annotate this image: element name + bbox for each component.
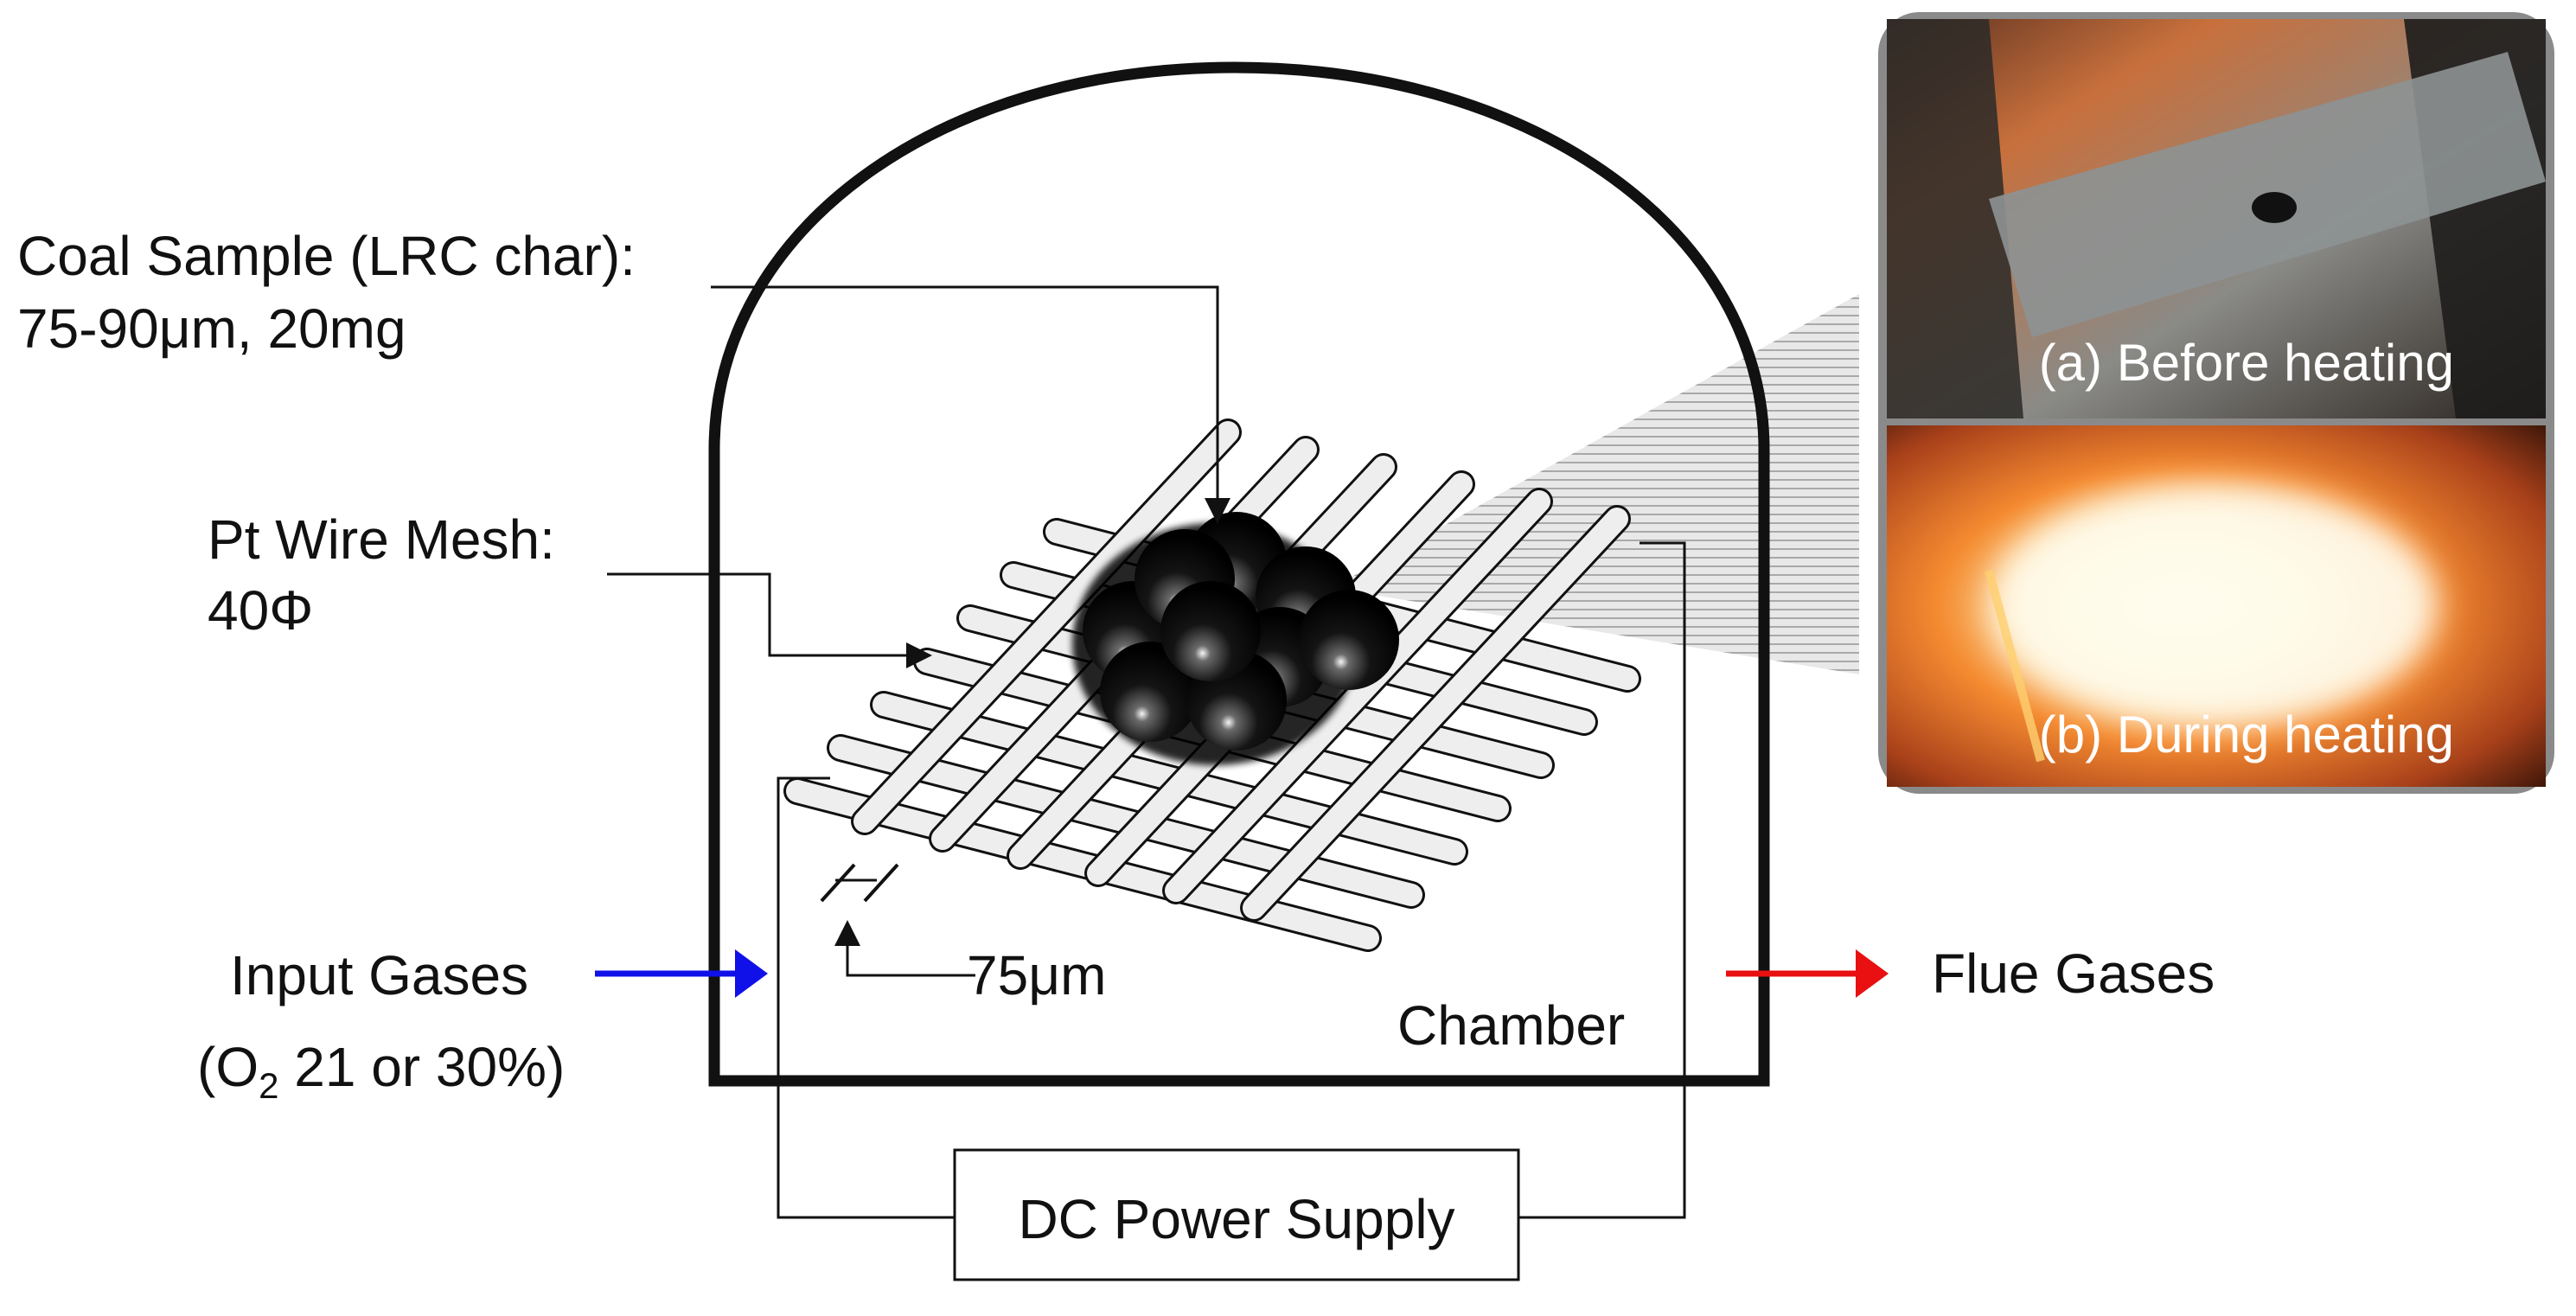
photo-b-caption: (b) During heating	[2039, 706, 2454, 763]
coal-particle-cluster-icon	[1072, 512, 1399, 765]
input-gases-label: Input Gases	[230, 944, 528, 1006]
gap-tick-right	[863, 863, 899, 903]
input-gases-detail: (O2 21 or 30%)	[197, 1036, 565, 1106]
flue-gas-arrowhead	[1856, 949, 1889, 998]
mesh-rod-diagonal-0	[851, 418, 1242, 835]
mesh-label-2: 40Φ	[208, 579, 313, 642]
gap-tick-left	[820, 863, 856, 903]
input-gases-detail-sub: 2	[259, 1065, 278, 1106]
chamber-label: Chamber	[1397, 994, 1625, 1057]
photo-a-sample-spot	[2252, 192, 2297, 223]
input-gases-detail-prefix: (O	[197, 1036, 259, 1098]
mesh-rod-diagonal-4	[1162, 488, 1553, 904]
power-supply-label: DC Power Supply	[1018, 1188, 1454, 1250]
photo-a-mechanism-left	[1887, 19, 2023, 418]
mesh-leader	[607, 572, 932, 668]
power-wire-right	[1518, 541, 1686, 1219]
gap-leader	[834, 920, 975, 977]
photo-b-glow	[1989, 484, 2439, 726]
mesh-label-1: Pt Wire Mesh:	[208, 508, 555, 571]
coal-sample-leader	[711, 285, 1230, 524]
coal-particle-8	[1160, 581, 1261, 681]
mesh-rod-diagonal-5	[1240, 505, 1631, 922]
gap-label: 75μm	[967, 944, 1106, 1006]
photo-a-caption: (a) Before heating	[2039, 334, 2454, 392]
coal-sample-label-1: Coal Sample (LRC char):	[17, 225, 636, 287]
power-wire-left	[777, 776, 955, 1219]
mesh-rod-horizontal-6	[783, 777, 1382, 952]
coal-sample-label-2: 75-90μm, 20mg	[17, 297, 406, 360]
power-supply-box	[953, 1148, 1520, 1281]
photo-b-rod	[1985, 569, 2045, 763]
photo-panel: (a) Before heating (b) During heating	[1878, 12, 2554, 794]
chamber-outline	[708, 61, 1770, 1087]
input-gas-arrowhead	[735, 949, 768, 998]
flue-gases-label: Flue Gases	[1932, 942, 2215, 1005]
mesh-rod-horizontal-5	[827, 734, 1425, 909]
input-gases-detail-suffix: 21 or 30%)	[278, 1036, 565, 1098]
coal-particle-7	[1299, 590, 1399, 690]
